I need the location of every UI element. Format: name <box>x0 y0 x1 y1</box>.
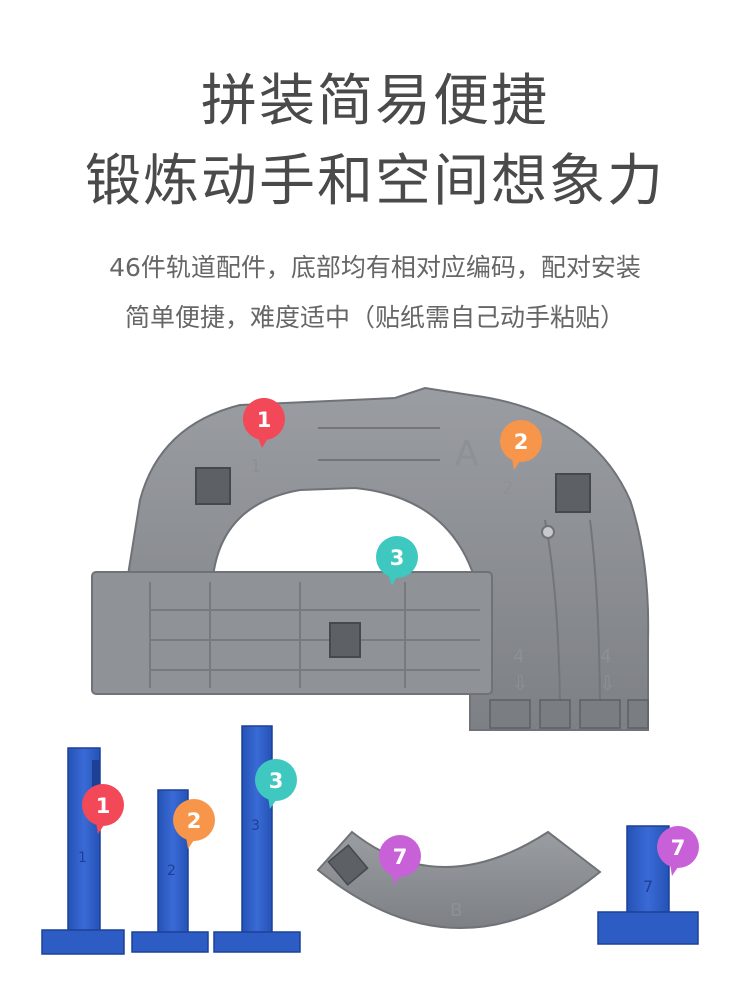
marking-code-4-right: 4 <box>600 646 611 667</box>
pillar-7: 7 <box>597 825 699 945</box>
marking-code-4-left: 4 <box>513 646 524 667</box>
badge-label-1-pillar: 1 <box>96 794 111 818</box>
pillar-code-2: 2 <box>167 863 176 879</box>
badge-7-curve: 7 <box>379 835 421 885</box>
marking-code-1: 1 <box>250 456 261 477</box>
screw-head <box>541 525 555 539</box>
track-base <box>91 571 493 695</box>
description-line-1: 46件轨道配件，底部均有相对应编码，配对安装 <box>109 253 641 282</box>
marking-letter-a: A <box>455 434 478 474</box>
badge-label-1: 1 <box>257 408 272 432</box>
badge-label-7-curve: 7 <box>393 845 408 869</box>
pillar-code-1: 1 <box>78 850 87 866</box>
pillar-code-7: 7 <box>643 877 653 896</box>
pillar-2: 2 <box>131 789 209 953</box>
badge-3-track: 3 <box>376 536 418 586</box>
marking-letter-b: B <box>450 900 462 921</box>
badge-label-3: 3 <box>390 546 405 570</box>
arrow-down-icon: ⇩ <box>599 671 616 695</box>
headline-line-1: 拼装简易便捷 <box>201 69 549 134</box>
pillar-code-3: 3 <box>251 818 260 834</box>
track-lane-ribs <box>318 427 601 726</box>
badge-label-7-pillar: 7 <box>671 836 686 860</box>
arrow-down-icon: ⇩ <box>512 671 529 695</box>
badge-2-track: 2 <box>500 420 542 470</box>
track-feet <box>489 699 649 729</box>
connector-square-center <box>329 622 361 658</box>
connector-square-right <box>555 473 591 513</box>
marking-code-2: 2 <box>502 478 513 499</box>
curved-track-piece-b: B <box>316 830 602 929</box>
badge-2-pillar: 2 <box>173 799 215 849</box>
badge-label-3-pillar: 3 <box>269 769 284 793</box>
badge-3-pillar: 3 <box>255 759 297 809</box>
connector-square-left <box>195 467 231 505</box>
pillar-3: 3 <box>213 725 301 953</box>
main-track-piece: A 1 2 4 4 ⇩ ⇩ <box>91 386 650 731</box>
pillar-1: 1 <box>41 747 125 955</box>
description-line-2: 简单便捷，难度适中（贴纸需自己动手粘贴） <box>124 303 625 332</box>
badge-label-2-pillar: 2 <box>187 809 202 833</box>
badge-label-2: 2 <box>514 430 529 454</box>
badge-1-pillar: 1 <box>82 784 124 834</box>
track-base-ribs <box>149 582 480 688</box>
badge-7-pillar: 7 <box>657 826 699 876</box>
badge-1-track: 1 <box>242 398 285 448</box>
headline-line-2: 锻炼动手和空间想象力 <box>85 149 665 214</box>
